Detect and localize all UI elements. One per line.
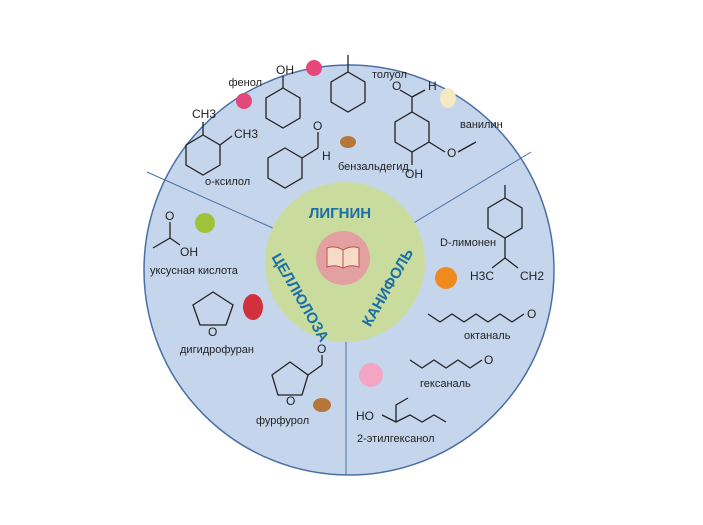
phenol-structure: OH — [265, 63, 301, 129]
vanilla-flower-icon — [440, 88, 456, 108]
ethylhexanol-oh: HO — [356, 409, 374, 423]
svg-text:OH: OH — [180, 245, 198, 259]
toluene-structure — [330, 55, 366, 113]
benzaldehyde-structure: O H — [267, 119, 331, 189]
svg-text:H: H — [428, 79, 437, 93]
svg-text:O: O — [317, 342, 326, 356]
svg-text:CH2: CH2 — [520, 269, 544, 283]
acetic-acid-structure: O OH — [152, 209, 198, 259]
xylene-ch3-right: CH3 — [234, 127, 258, 141]
svg-text:O: O — [165, 209, 174, 223]
flower-icon — [359, 363, 383, 387]
sick-face-icon — [195, 213, 215, 233]
label-furfural: фурфурол — [256, 415, 309, 427]
svg-text:OH: OH — [276, 63, 294, 77]
label-acetic-acid: уксусная кислота — [150, 265, 239, 277]
candy-icon — [236, 93, 252, 109]
label-octanal: октаналь — [464, 330, 511, 342]
svg-text:OH: OH — [405, 167, 423, 181]
limonene-structure: H3C CH2 — [470, 185, 544, 283]
candy-icon — [306, 60, 322, 76]
svg-text:H: H — [322, 149, 331, 163]
label-o-xylene: о-ксилол — [205, 176, 250, 188]
furfural-structure: O O — [271, 342, 326, 408]
orange-icon — [435, 267, 457, 289]
label-hexanal: гексаналь — [420, 378, 471, 390]
label-benzaldehyde: бензальдегид — [338, 161, 409, 173]
octanal-structure — [427, 313, 525, 323]
label-phenol: фенол — [228, 77, 262, 89]
label-toluene: толуол — [372, 69, 407, 81]
ethylhexanol-structure — [381, 414, 447, 423]
section-lignin: ЛИГНИН — [309, 205, 371, 222]
hexanal-oxygen: O — [484, 353, 493, 367]
label-vanillin: ванилин — [460, 119, 503, 131]
svg-text:O: O — [313, 119, 322, 133]
vanillin-structure: O H O OH — [392, 79, 477, 181]
svg-text:O: O — [286, 394, 295, 408]
label-limonene: D-лимонен — [440, 237, 496, 249]
hexanal-structure — [409, 359, 483, 369]
svg-text:H3C: H3C — [470, 269, 494, 283]
dihydrofuran-structure: O — [192, 291, 234, 339]
open-book-icon — [326, 246, 360, 269]
octanal-oxygen: O — [527, 307, 536, 321]
strawberry-icon — [243, 294, 263, 320]
label-dihydrofuran: дигидрофуран — [180, 344, 254, 356]
svg-text:O: O — [447, 146, 456, 160]
svg-text:O: O — [392, 79, 401, 93]
xylene-ch3-top: CH3 — [192, 107, 216, 121]
o-xylene-structure: CH3 CH3 — [185, 107, 258, 176]
almond-icon — [313, 398, 331, 412]
label-ethylhexanol: 2-этилгексанол — [357, 433, 435, 445]
svg-text:O: O — [208, 325, 217, 339]
almond-icon — [340, 136, 356, 148]
ethyl-branch — [395, 397, 409, 422]
